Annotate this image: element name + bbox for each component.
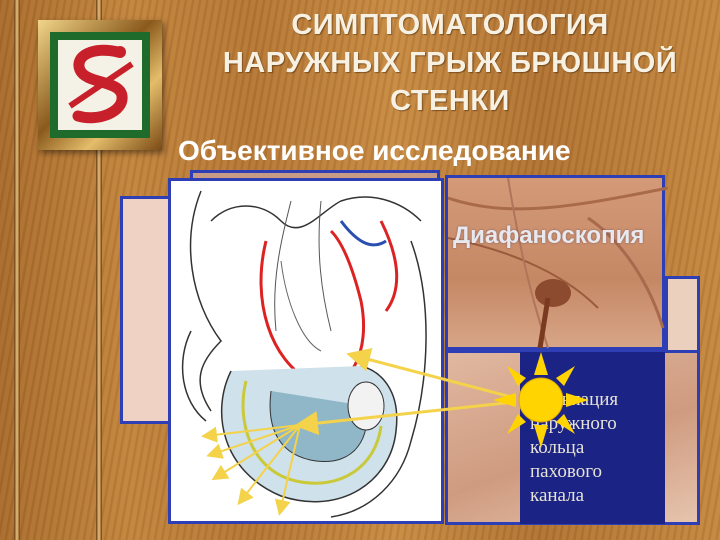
ray-4 bbox=[237, 424, 301, 506]
logo-border bbox=[50, 32, 150, 138]
palpation-caption-box: Пальпация наружного кольца пахового кана… bbox=[520, 352, 665, 524]
arrow-main bbox=[346, 347, 516, 400]
title-line-2: НАРУЖНЫХ ГРЫЖ БРЮШНОЙ bbox=[222, 47, 678, 79]
slide-title: СИМПТОМАТОЛОГИЯ НАРУЖНЫХ ГРЫЖ БРЮШНОЙ СТ… bbox=[180, 6, 720, 120]
logo-field bbox=[58, 40, 142, 130]
title-line-1: СИМПТОМАТОЛОГИЯ bbox=[291, 9, 609, 41]
left-rail bbox=[14, 0, 20, 540]
palpation-line-5: канала bbox=[530, 485, 585, 506]
ray-2 bbox=[206, 424, 301, 459]
palpation-line-4: пахового bbox=[530, 461, 603, 482]
ray-1 bbox=[201, 424, 301, 443]
ray-3 bbox=[211, 424, 301, 481]
title-line-3: СТЕНКИ bbox=[390, 85, 510, 117]
logo-frame bbox=[38, 20, 162, 150]
palpation-line-3: кольца bbox=[530, 437, 585, 458]
medical-emblem-icon bbox=[68, 44, 134, 124]
arrow-group bbox=[201, 347, 516, 516]
inner-rail bbox=[96, 0, 102, 540]
anatomy-photo-graphic bbox=[448, 178, 668, 349]
slide-subtitle: Объективное исследование bbox=[178, 135, 571, 166]
diaphanoscopy-photo bbox=[445, 175, 668, 350]
light-source-icon bbox=[493, 352, 589, 448]
arrow-middle bbox=[294, 400, 516, 436]
ray-5 bbox=[274, 424, 301, 516]
diaphanoscopy-label: Диафаноскопия bbox=[453, 222, 645, 249]
